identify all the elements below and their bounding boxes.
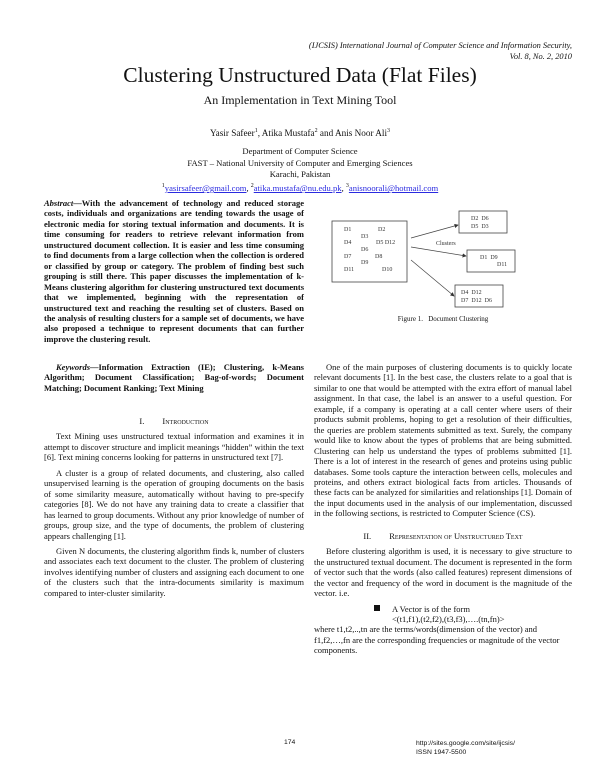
section-title: Introduction (162, 416, 209, 426)
arrow (410, 223, 459, 239)
author: Anis Noor Ali (334, 128, 388, 139)
paper-title: Clustering Unstructured Data (Flat Files… (123, 63, 477, 87)
cluster-box (458, 210, 508, 234)
paragraph: where t1,t2,..,tn are the terms/words(di… (314, 624, 560, 656)
abstract: Abstract—With the advancement of technol… (44, 198, 304, 344)
separator: and (317, 128, 335, 139)
doc-label: D1 (344, 227, 351, 233)
cluster-box (454, 284, 504, 308)
affiliation: Department of Computer Science FAST – Na… (0, 146, 600, 195)
paragraph: One of the main purposes of clustering d… (314, 362, 572, 519)
keywords-label: Keywords (56, 362, 90, 372)
author-sup: 1 (254, 128, 258, 134)
journal-header: (IJCSIS) International Journal of Comput… (309, 40, 572, 62)
cluster-docs: D4 D12 (461, 290, 482, 296)
cluster-docs: D7 D12 D6 (461, 298, 492, 304)
doc-label: D5 D12 (376, 240, 395, 246)
doc-label: D4 (344, 240, 351, 246)
figure-caption: Figure 1. Document Clustering (397, 315, 489, 323)
bullet-label: A Vector is of the form (392, 603, 470, 614)
footer-issn: ISSN 1947-5500 (416, 749, 467, 756)
right-column: One of the main purposes of clustering d… (314, 362, 572, 661)
section-introduction: I. Introduction Text Mining uses unstruct… (44, 404, 304, 603)
doc-label: D10 (382, 267, 392, 273)
source-box (331, 220, 408, 283)
keywords: Keywords—Information Extraction (IE); Cl… (44, 362, 304, 393)
email-sup: 3 (345, 183, 349, 190)
section-heading: I. Introduction (44, 416, 304, 426)
email-link[interactable]: atika.mustafa@nu.edu.pk (253, 182, 342, 193)
journal-name: (IJCSIS) International Journal of Comput… (308, 41, 572, 50)
email-link[interactable]: anisnoorali@hotmail.com (348, 182, 439, 193)
doc-label: D7 (344, 254, 351, 260)
doc-label: D6 (361, 247, 368, 253)
arrow (410, 246, 467, 258)
paragraph: A cluster is a group of related document… (44, 467, 304, 541)
email-list: 1yasirsafeer@gmail.com, 2atika.mustafa@n… (161, 182, 439, 193)
section-number: II. (363, 530, 372, 541)
footer: http://sites.google.com/site/ijcsis/ ISS… (416, 739, 515, 757)
cluster-docs: D2 D6 (471, 216, 489, 222)
author-list: Yasir Safeer1, Atika Mustafa2 and Anis N… (0, 128, 600, 138)
author-sup: 3 (387, 128, 391, 134)
university: FAST – National University of Computer a… (187, 157, 413, 168)
email-sup: 1 (161, 183, 165, 190)
cluster-docs: D5 D3 (471, 224, 489, 230)
cluster-docs: D11 (497, 262, 507, 268)
department: Department of Computer Science (242, 146, 358, 156)
section-heading: II. Representation of Unstructured Text (314, 531, 572, 541)
paragraph: Before clustering algorithm is used, it … (314, 546, 572, 599)
section-number: I. (139, 416, 145, 426)
cluster-box (466, 249, 516, 273)
separator: , (257, 128, 262, 139)
footer-url[interactable]: http://sites.google.com/site/ijcsis/ (416, 740, 515, 747)
bullet-square-icon (374, 604, 380, 611)
journal-volume: Vol. 8, No. 2, 2010 (509, 52, 572, 61)
paragraph: Text Mining uses unstructured textual in… (44, 431, 304, 463)
bullet-item: A Vector is of the form <(t1,f1),(t2,f2)… (374, 604, 572, 625)
email-link[interactable]: yasirsafeer@gmail.com (164, 182, 247, 193)
paper-subtitle: An Implementation in Text Mining Tool (203, 93, 397, 107)
abstract-label: Abstract (44, 198, 74, 208)
keywords-text: —Information Extraction (IE); Clustering… (44, 362, 304, 393)
abstract-text: —With the advancement of technology and … (44, 198, 304, 344)
clusters-label: Clusters (436, 241, 456, 247)
cluster-docs: D1 D9 (480, 255, 498, 261)
arrow (410, 259, 455, 297)
doc-label: D3 (361, 234, 368, 240)
author: Yasir Safeer (209, 128, 255, 139)
doc-label: D8 (375, 254, 382, 260)
figure-document-clustering: D1 D2 D3 D4 D5 D12 D6 D7 D8 D9 D11 D10 C… (331, 210, 516, 308)
paragraph: Given N documents, the clustering algori… (44, 545, 304, 598)
city: Karachi, Pakistan (269, 169, 331, 180)
page-number: 174 (284, 739, 296, 746)
email-sup: 2 (250, 183, 254, 190)
author: Atika Mustafa (261, 128, 315, 139)
author-sup: 2 (314, 128, 318, 134)
vector-formula: <(t1,f1),(t2,f2),(t3,f3),….(tn,fn)> (392, 613, 505, 624)
doc-label: D2 (378, 227, 385, 233)
doc-label: D11 (344, 267, 354, 273)
section-title: Representation of Unstructured Text (389, 530, 523, 541)
doc-label: D9 (361, 260, 368, 266)
